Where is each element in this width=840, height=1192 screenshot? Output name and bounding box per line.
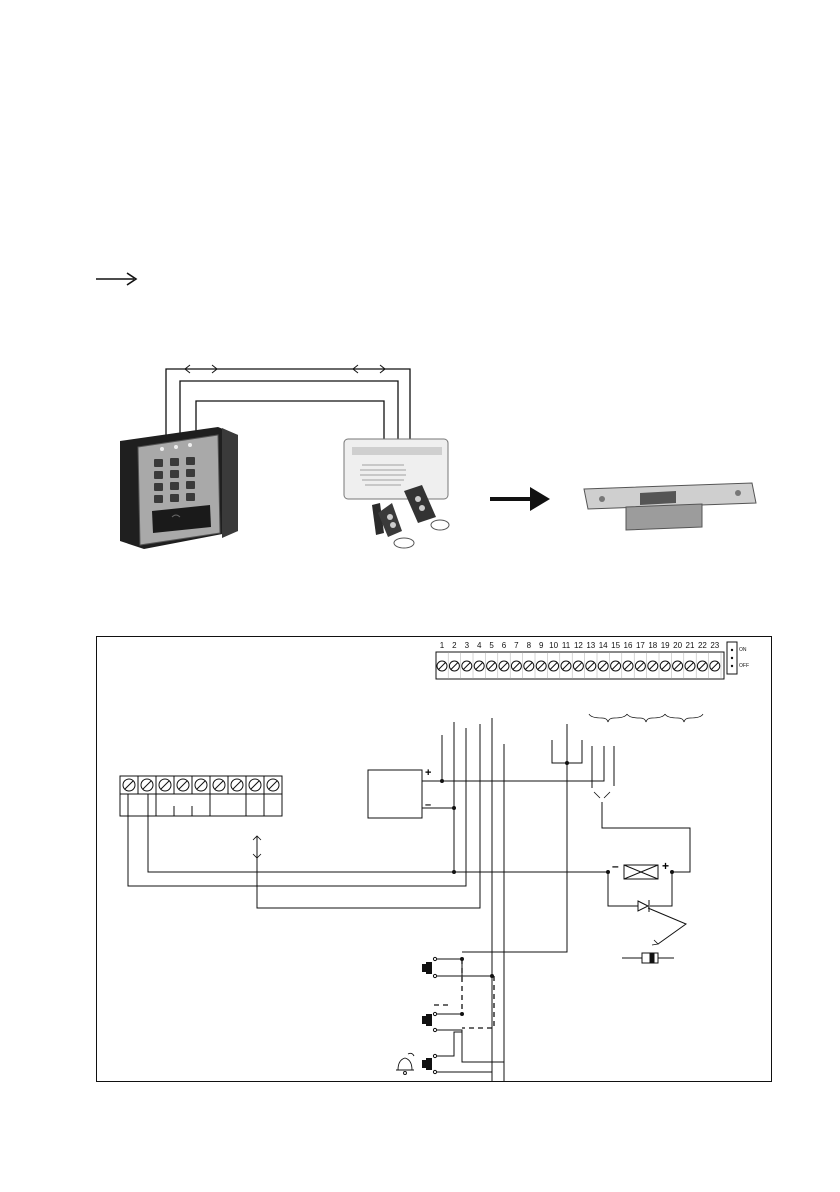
- terminal-screw: [474, 661, 484, 671]
- terminal-number-label: 2: [452, 641, 457, 650]
- receiver-unit: [344, 439, 448, 499]
- terminal-screw: [499, 661, 509, 671]
- terminal-number-label: 5: [489, 641, 494, 650]
- keypad-terminal-screw: [195, 779, 207, 791]
- bell-icon: [396, 1053, 414, 1074]
- terminal-screw: [586, 661, 596, 671]
- terminal-screw: [685, 661, 695, 671]
- push-button-icon: [422, 1012, 437, 1031]
- lock-plus-label: +: [662, 859, 669, 873]
- terminal-number-label: 22: [698, 641, 707, 650]
- keypad-unit: [120, 427, 238, 549]
- jumper-switch: ON OFF: [727, 642, 749, 674]
- terminal-screw: [487, 661, 497, 671]
- terminal-number-label: 18: [648, 641, 657, 650]
- terminal-screw: [635, 661, 645, 671]
- terminal-screw: [673, 661, 683, 671]
- device-overview-illustration: [0, 355, 840, 575]
- terminal-number-label: 3: [465, 641, 470, 650]
- terminal-screw: [611, 661, 621, 671]
- dashed-connections: [434, 959, 494, 1028]
- jumper-label-on: ON: [739, 647, 747, 653]
- terminal-number-label: 23: [710, 641, 719, 650]
- door-strike-lock: [584, 483, 756, 530]
- terminal-number-label: 17: [636, 641, 645, 650]
- terminal-number-label: 11: [562, 641, 571, 650]
- terminal-number-label: 4: [477, 641, 482, 650]
- keypad-terminal-screw: [159, 779, 171, 791]
- terminal-number-label: 21: [686, 641, 695, 650]
- terminal-screw: [462, 661, 472, 671]
- push-button-icon: [422, 957, 437, 977]
- terminal-screw: [449, 661, 459, 671]
- terminal-number-label: 9: [539, 641, 544, 650]
- power-supply: + –: [368, 767, 431, 818]
- terminal-number-label: 19: [661, 641, 670, 650]
- terminal-number-label: 8: [527, 641, 532, 650]
- keypad-terminal-screw: [213, 779, 225, 791]
- jumper-label-off: OFF: [739, 663, 749, 669]
- terminal-number-label: 1: [440, 641, 445, 650]
- terminal-screw: [561, 661, 571, 671]
- note-arrow-icon: [94, 270, 140, 288]
- keypad-terminal-screw: [267, 779, 279, 791]
- keypad-terminal-screw: [231, 779, 243, 791]
- right-arrow-icon: [490, 487, 550, 511]
- terminal-screw: [573, 661, 583, 671]
- push-button-icon: [422, 1054, 437, 1073]
- terminal-screw: [660, 661, 670, 671]
- keypad-terminal-screw: [141, 779, 153, 791]
- psu-minus-label: –: [425, 799, 431, 811]
- psu-plus-label: +: [425, 767, 431, 779]
- terminal-screw: [710, 661, 720, 671]
- terminal-number-label: 14: [599, 641, 608, 650]
- terminal-screw: [598, 661, 608, 671]
- terminal-screw: [437, 661, 447, 671]
- terminal-number-label: 6: [502, 641, 507, 650]
- remote-control-icon: [372, 503, 414, 548]
- terminal-block-keypad: [120, 776, 282, 816]
- keypad-terminal-screw: [123, 779, 135, 791]
- junction-dots: [440, 761, 674, 1016]
- keypad-terminal-screw: [249, 779, 261, 791]
- terminal-number-label: 16: [624, 641, 633, 650]
- relay-contact-braces: [589, 714, 703, 722]
- terminal-number-label: 20: [673, 641, 682, 650]
- terminal-screw: [623, 661, 633, 671]
- keypad-terminal-screw: [177, 779, 189, 791]
- terminal-number-label: 12: [574, 641, 583, 650]
- terminal-number-label: 10: [549, 641, 558, 650]
- terminal-screw: [536, 661, 546, 671]
- terminal-number-label: 7: [514, 641, 519, 650]
- terminal-number-label: 13: [586, 641, 595, 650]
- terminal-screw: [549, 661, 559, 671]
- lock-minus-label: –: [612, 859, 619, 873]
- terminal-number-label: 15: [611, 641, 620, 650]
- terminal-screw: [648, 661, 658, 671]
- terminal-screw: [511, 661, 521, 671]
- terminal-screw: [524, 661, 534, 671]
- terminal-screw: [697, 661, 707, 671]
